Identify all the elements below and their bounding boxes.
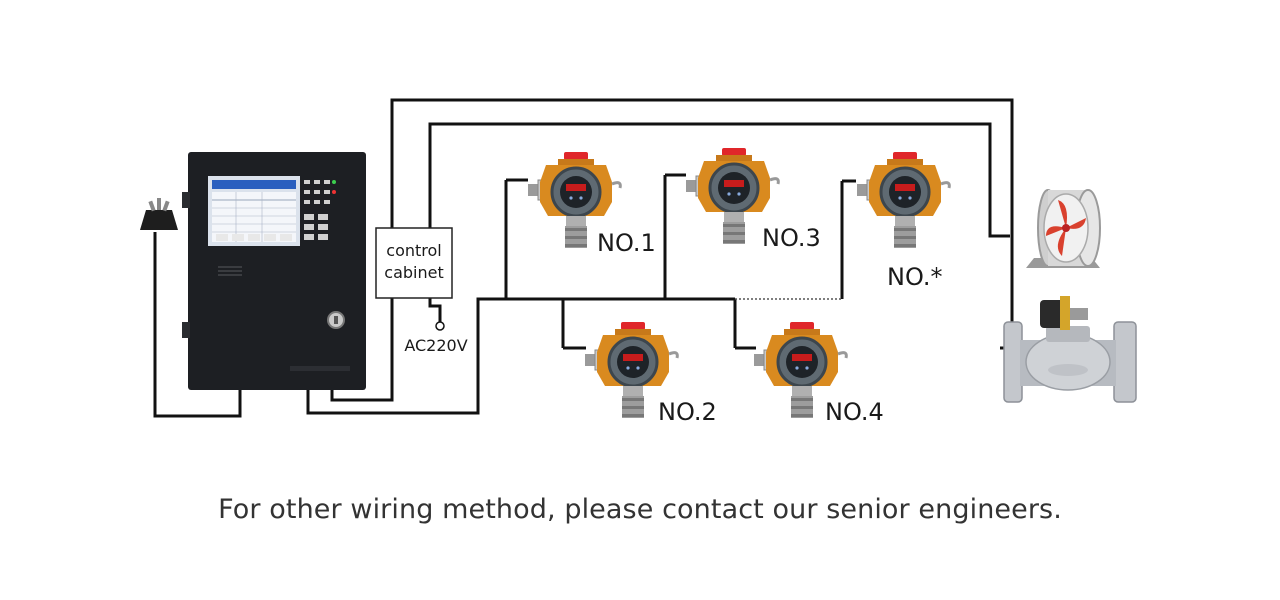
- detector-label-no3: NO.3: [762, 224, 821, 252]
- valve-wire: [390, 98, 1014, 350]
- detector-nostar: [855, 150, 951, 250]
- power-label: AC220V: [404, 336, 467, 355]
- ac-terminal-icon: [435, 321, 445, 331]
- plug-wire: [153, 232, 242, 418]
- bus-wire: [306, 297, 506, 415]
- fan-wire: [428, 122, 1010, 238]
- solenoid-valve-icon: [1003, 296, 1137, 403]
- control-cabinet: control cabinet: [375, 227, 453, 299]
- exhaust-fan-icon: [1026, 189, 1101, 268]
- cabinet-controller-wire: [330, 296, 394, 402]
- control-cabinet-label-line2: cabinet: [384, 263, 443, 282]
- alarm-controller: [182, 152, 366, 390]
- detector-label-no2: NO.2: [658, 398, 717, 426]
- caption-text: For other wiring method, please contact …: [218, 494, 1062, 525]
- detector-label-nostar: NO.*: [887, 263, 943, 291]
- power-plug-icon: [140, 198, 178, 230]
- detector-label-no4: NO.4: [825, 398, 884, 426]
- control-cabinet-label-line1: control: [386, 241, 441, 260]
- detector-label-no1: NO.1: [597, 229, 656, 257]
- ac-feed-wire: [428, 296, 442, 322]
